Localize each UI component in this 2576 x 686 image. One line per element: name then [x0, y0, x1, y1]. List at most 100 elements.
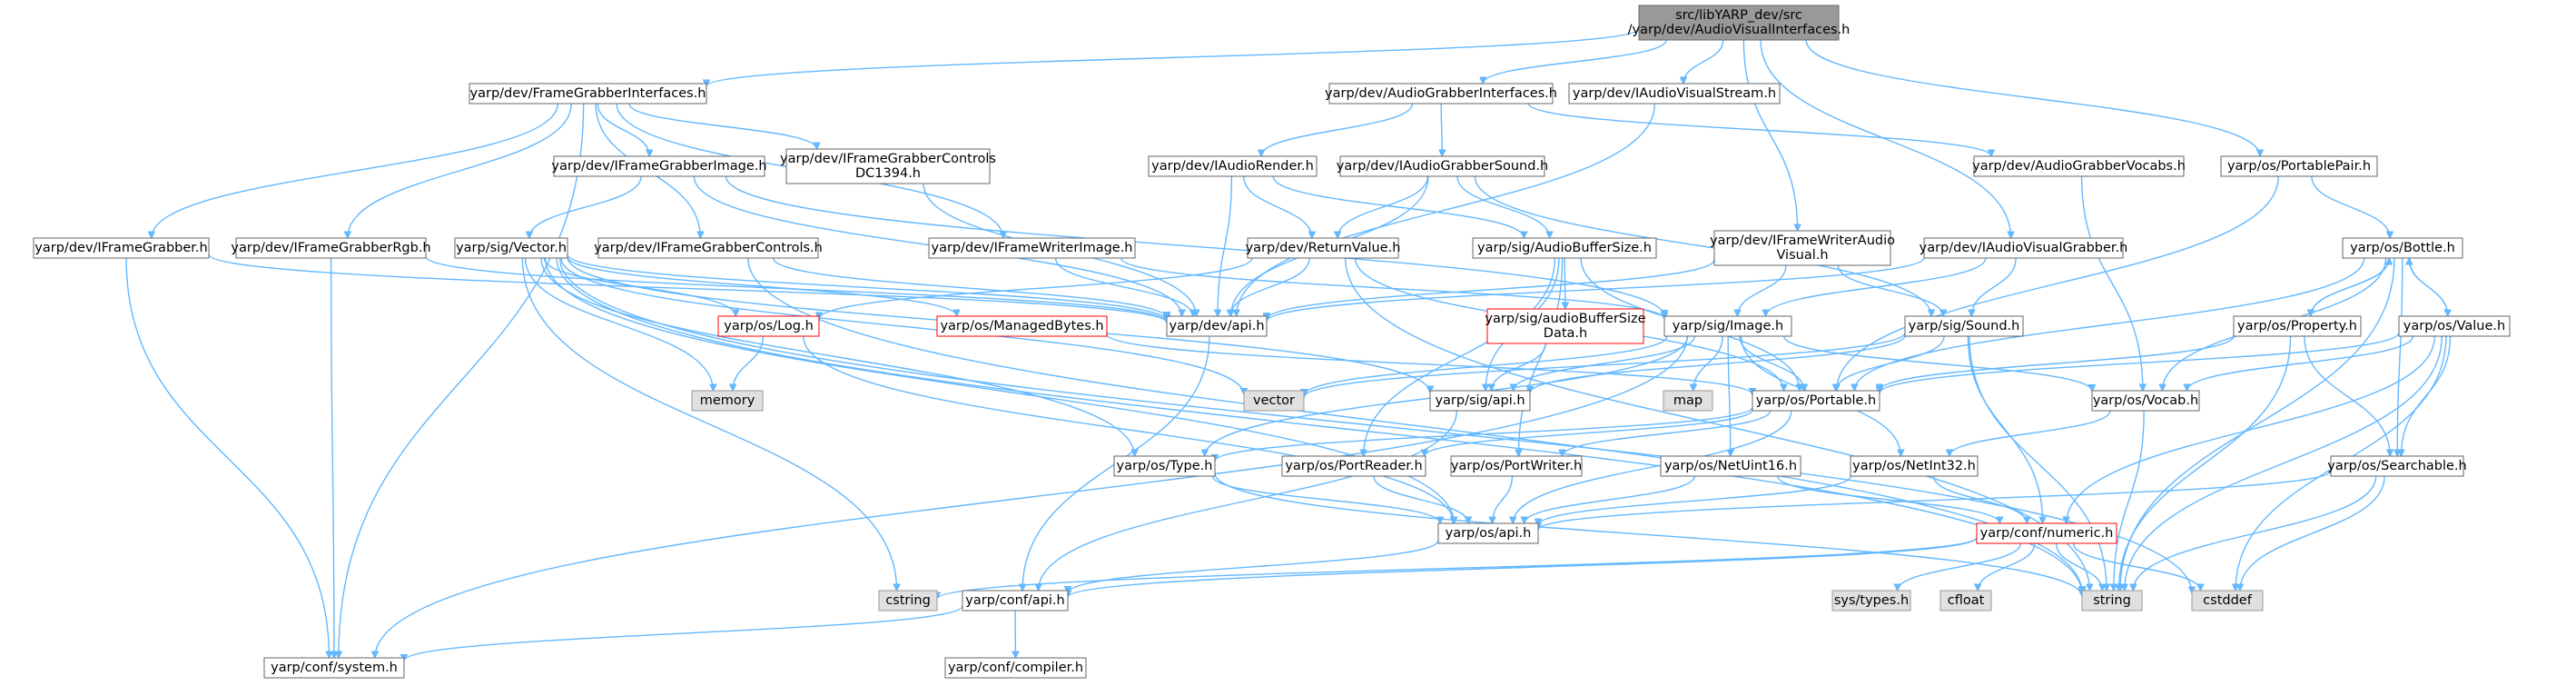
- node-label: string: [2093, 593, 2131, 608]
- node-box: [1486, 308, 1644, 344]
- node-label: map: [1673, 393, 1703, 408]
- file-node-sound[interactable]: yarp/sig/Sound.h: [1904, 315, 2024, 337]
- node-label: Data.h: [1544, 326, 1587, 341]
- node-box: [33, 237, 210, 259]
- include-edge-agv-to-vocab: [2080, 175, 2143, 391]
- include-edge-iavs-to-devapi: [1237, 103, 1656, 316]
- include-edge-bottle-to-portable: [1854, 257, 2365, 391]
- file-node-iags[interactable]: yarp/dev/IAudioGrabberSound.h: [1337, 155, 1548, 177]
- file-node-vocab[interactable]: yarp/os/Vocab.h: [2091, 390, 2200, 412]
- node-box: [1113, 455, 1216, 477]
- file-node-iavs[interactable]: yarp/dev/IAudioVisualStream.h: [1568, 83, 1781, 104]
- file-node-nint32[interactable]: yarp/os/NetInt32.h: [1850, 455, 1979, 477]
- include-edge-root-to-fgi: [706, 28, 1640, 87]
- file-node-confapi[interactable]: yarp/conf/api.h: [962, 590, 1069, 611]
- node-label: cfloat: [1948, 593, 1985, 608]
- file-node-ifgi[interactable]: yarp/dev/IFrameGrabberImage.h: [551, 155, 767, 177]
- node-box: [553, 155, 765, 177]
- node-box: [2233, 315, 2362, 337]
- file-node-log[interactable]: yarp/os/Log.h: [717, 315, 820, 337]
- include-edge-iar-to-abs: [1272, 175, 1524, 238]
- file-node-ifgc[interactable]: yarp/dev/IFrameGrabberControls.h: [594, 237, 823, 259]
- file-node-type[interactable]: yarp/os/Type.h: [1113, 455, 1216, 477]
- include-edge-fgi-to-system: [339, 103, 585, 658]
- file-node-compiler[interactable]: yarp/conf/compiler.h: [944, 657, 1087, 679]
- file-node-retval[interactable]: yarp/dev/ReturnValue.h: [1246, 237, 1401, 259]
- file-node-devapi[interactable]: yarp/dev/api.h: [1166, 315, 1268, 337]
- include-edge-retval-to-devapi: [1230, 257, 1310, 316]
- file-node-sigapi[interactable]: yarp/sig/api.h: [1429, 390, 1531, 412]
- file-node-value[interactable]: yarp/os/Value.h: [2398, 315, 2511, 337]
- node-box: [1281, 455, 1426, 477]
- node-box: [1568, 83, 1781, 104]
- file-node-vector[interactable]: yarp/sig/Vector.h: [454, 237, 568, 259]
- include-edge-iavg-to-devapi: [1267, 257, 1925, 322]
- file-node-nuint16[interactable]: yarp/os/NetUint16.h: [1660, 455, 1801, 477]
- include-edge-type-to-string: [1214, 472, 2082, 596]
- node-box: [691, 390, 764, 412]
- node-label: /yarp/dev/AudioVisualInterfaces.h: [1628, 23, 1851, 37]
- file-node-searchable[interactable]: yarp/os/Searchable.h: [2327, 455, 2467, 477]
- file-node-agi[interactable]: yarp/dev/AudioGrabberInterfaces.h: [1325, 83, 1557, 104]
- node-label: yarp/conf/system.h: [271, 661, 398, 675]
- node-box: [1939, 590, 1992, 611]
- node-box: [1663, 390, 1713, 412]
- node-label: yarp/dev/api.h: [1169, 319, 1264, 333]
- file-node-system[interactable]: yarp/conf/system.h: [263, 657, 405, 679]
- file-node-ifg[interactable]: yarp/dev/IFrameGrabber.h: [33, 237, 210, 259]
- node-label: yarp/os/PortWriter.h: [1451, 459, 1582, 473]
- file-node-bottle[interactable]: yarp/os/Bottle.h: [2342, 237, 2463, 259]
- file-node-portable[interactable]: yarp/os/Portable.h: [1752, 390, 1880, 412]
- include-edge-nint32-to-osapi: [1538, 475, 1851, 525]
- node-label: yarp/conf/compiler.h: [948, 661, 1083, 675]
- include-edge-fgi-to-ifgrgb: [348, 103, 572, 238]
- node-box: [597, 237, 819, 259]
- node-box: [1923, 237, 2124, 259]
- include-edge-ifwav-to-image: [1737, 264, 1787, 316]
- file-node-systypes: sys/types.h: [1831, 590, 1911, 611]
- include-edge-root-to-ifwav: [1742, 39, 1797, 231]
- include-edge-sound-to-portable: [1836, 335, 1945, 391]
- node-label: yarp/os/Property.h: [2237, 319, 2357, 333]
- node-label: yarp/sig/Vector.h: [456, 241, 567, 255]
- include-edge-numeric-to-cstddef: [2072, 542, 2201, 591]
- file-node-mbytes[interactable]: yarp/os/ManagedBytes.h: [936, 315, 1108, 337]
- include-edge-fgi-to-ifg: [152, 103, 558, 238]
- node-label: yarp/os/Bottle.h: [2350, 241, 2455, 255]
- node-box: [878, 590, 938, 611]
- file-node-ppair[interactable]: yarp/os/PortablePair.h: [2220, 155, 2378, 177]
- node-label: Visual.h: [1776, 248, 1828, 263]
- include-edge-vector-to-osapi: [544, 257, 1455, 523]
- file-node-abs[interactable]: yarp/sig/AudioBufferSize.h: [1472, 237, 1657, 259]
- file-node-cstddef: cstddef: [2191, 590, 2264, 611]
- node-label: cstring: [885, 593, 931, 608]
- file-node-iar[interactable]: yarp/dev/IAudioRender.h: [1148, 155, 1318, 177]
- node-label: yarp/os/PortReader.h: [1285, 459, 1422, 473]
- file-node-root[interactable]: src/libYARP_dev/src/yarp/dev/AudioVisual…: [1628, 5, 1851, 41]
- file-node-ifwi[interactable]: yarp/dev/IFrameWriterImage.h: [928, 237, 1136, 259]
- include-edge-vector-to-devapi: [567, 254, 1167, 321]
- file-node-fgi[interactable]: yarp/dev/FrameGrabberInterfaces.h: [469, 83, 707, 104]
- file-node-pwriter[interactable]: yarp/os/PortWriter.h: [1450, 455, 1583, 477]
- file-node-image[interactable]: yarp/sig/Image.h: [1663, 315, 1792, 337]
- include-edge-vector-to-string: [556, 257, 2082, 594]
- include-edge-type-to-osapi: [1211, 475, 1440, 523]
- include-edge-osapi-to-confapi: [1068, 540, 1439, 593]
- file-node-ifgrgb[interactable]: yarp/dev/IFrameGrabberRgb.h: [231, 237, 431, 259]
- file-node-agv[interactable]: yarp/dev/AudioGrabberVocabs.h: [1972, 155, 2186, 177]
- file-node-iavg[interactable]: yarp/dev/IAudioVisualGrabber.h: [1920, 237, 2128, 259]
- file-node-numeric[interactable]: yarp/conf/numeric.h: [1976, 522, 2117, 544]
- include-edge-vocab-to-string: [2114, 410, 2145, 591]
- node-label: yarp/dev/IAudioGrabberSound.h: [1337, 159, 1548, 174]
- file-node-osapi[interactable]: yarp/os/api.h: [1437, 522, 1539, 544]
- file-node-property[interactable]: yarp/os/Property.h: [2233, 315, 2362, 337]
- node-box: [1638, 5, 1840, 41]
- file-node-preader[interactable]: yarp/os/PortReader.h: [1281, 455, 1426, 477]
- node-box: [936, 315, 1108, 337]
- node-label: yarp/sig/audioBufferSize: [1485, 312, 1645, 326]
- node-label: vector: [1253, 393, 1295, 408]
- node-label: yarp/dev/IFrameWriterAudio: [1710, 234, 1895, 248]
